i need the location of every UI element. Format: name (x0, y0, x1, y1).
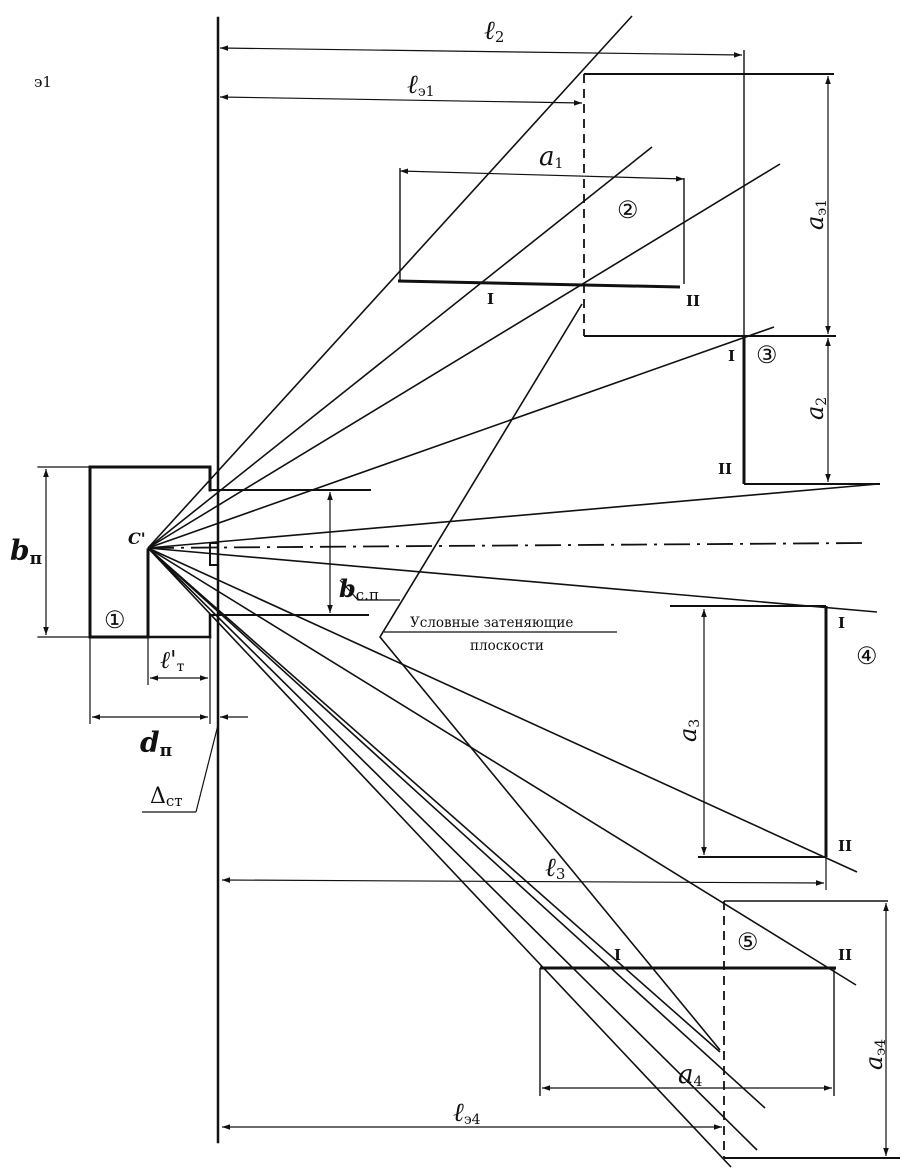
roman-2-II: II (686, 292, 700, 310)
ray (147, 547, 857, 986)
label-a4: a4 (678, 1060, 703, 1090)
label-le1: ℓэ1 (407, 70, 435, 100)
caption-line2: плоскости (470, 638, 544, 654)
label-ae4: aэ4 (860, 1039, 889, 1070)
roman-4-II: II (838, 837, 852, 855)
caption-line1: Условные затеняющие (410, 615, 573, 631)
corner-note: э1 (34, 73, 52, 91)
label-bcp: bс.п (339, 574, 379, 604)
sightlines (147, 15, 879, 1168)
dimension-lines (43, 45, 889, 1156)
label-dst: Δст (150, 784, 183, 810)
label-l3: ℓ3 (545, 853, 565, 883)
roman-3-I: I (728, 347, 735, 365)
surface-1-label: ① (104, 606, 126, 634)
conventional-plane-zigzag (379, 303, 721, 1051)
ray (147, 547, 766, 1109)
roman-2-I: I (487, 290, 494, 308)
room-outline (88, 465, 212, 639)
dim-le1 (219, 94, 583, 106)
surface-3-label: ③ (756, 341, 778, 369)
roman-5-II: II (838, 946, 852, 964)
ray (147, 547, 878, 613)
label-ae1: aэ1 (801, 199, 830, 230)
axis-line (147, 542, 867, 549)
ray (147, 547, 858, 873)
roman-4-I: I (838, 614, 845, 632)
label-dp: dп (140, 726, 172, 761)
bcp-leader (339, 579, 400, 601)
ray (147, 326, 775, 549)
obstruction-2-base (397, 279, 681, 289)
roman-3-II: II (718, 460, 732, 478)
dim-l3 (221, 877, 825, 886)
ray (147, 483, 879, 549)
label-lt: ℓ'т (160, 646, 185, 675)
label-l2: ℓ2 (484, 16, 504, 46)
surface-5-label: ⑤ (737, 928, 759, 956)
label-a2: a2 (801, 397, 830, 420)
label-a1: a1 (539, 142, 563, 172)
dim-a1 (399, 168, 685, 182)
dim-l2 (219, 45, 743, 58)
ray (147, 547, 758, 1151)
wall-structure (37, 16, 371, 1144)
surface-4-label: ④ (856, 642, 878, 670)
ray (147, 15, 633, 549)
surface-2-label: ② (617, 196, 639, 224)
label-bp: bп (10, 534, 42, 569)
ray (147, 146, 653, 549)
label-le4: ℓэ4 (453, 1098, 481, 1128)
ray (147, 163, 781, 549)
roman-5-I: I (614, 946, 621, 964)
ray (147, 547, 732, 1168)
dim-dst-leader (195, 724, 219, 813)
obstructions (397, 73, 900, 1159)
label-a3: a3 (674, 719, 703, 742)
labels: э1 C' Условные затеняющие плоскости ℓ2 ℓ… (10, 16, 889, 1128)
point-label-c: C' (128, 529, 146, 548)
